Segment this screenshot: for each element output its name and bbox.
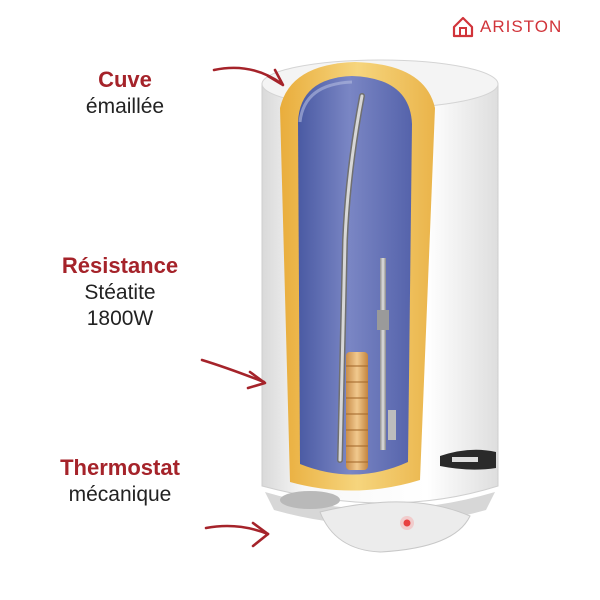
steatite-heating-element	[346, 352, 368, 470]
water-pipe	[337, 93, 365, 463]
callout-tank-subtitle: émaillée	[85, 94, 165, 118]
brand-logo: ARISTON	[452, 14, 562, 40]
callout-resistance: Résistance Stéatite 1800W	[40, 252, 200, 332]
callout-tank: Cuve émaillée	[60, 66, 190, 120]
arrow-tank-icon	[212, 66, 285, 87]
callout-resistance-title: Résistance	[61, 253, 179, 278]
callout-resistance-subtitle: Stéatite	[84, 280, 156, 304]
callout-resistance-power: 1800W	[86, 306, 154, 330]
house-icon	[452, 16, 474, 38]
callout-thermostat-title: Thermostat	[60, 455, 180, 480]
thermostat-rod	[377, 258, 396, 450]
callout-thermostat-subtitle: mécanique	[68, 482, 172, 506]
indicator-light-icon	[403, 519, 411, 527]
callout-tank-title: Cuve	[98, 67, 152, 92]
front-badge	[440, 449, 496, 470]
brand-name: ARISTON	[480, 17, 563, 36]
arrow-thermostat-icon	[204, 521, 270, 548]
callout-thermostat: Thermostat mécanique	[30, 454, 210, 508]
thermostat-housing	[265, 491, 495, 553]
arrow-resistance-icon	[200, 358, 267, 390]
